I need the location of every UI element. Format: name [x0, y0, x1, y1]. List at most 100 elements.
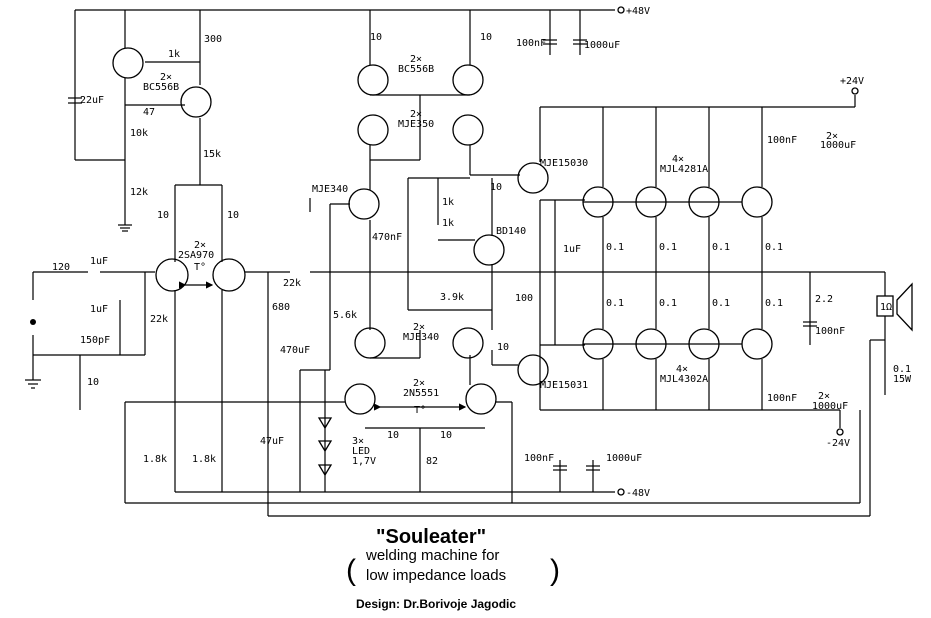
c1000-r1-count: 2×: [826, 131, 838, 142]
r300-label: 300: [204, 34, 222, 45]
decoupling: 100nF 1000uF 100nF 2× 1000uF 100nF 2× 10…: [516, 10, 856, 492]
led-count-label: 3×: [352, 436, 364, 447]
vas-stage: 10 10 2× BC556B 2× MJE350 MJE340 5.6k 2×…: [125, 10, 513, 503]
r1k8-a-label: 1.8k: [143, 454, 167, 465]
r10-top2-label: 10: [480, 32, 492, 43]
input-stage: 120 1uF 1uF 150pF 22k 10 2× 2SA970 T° 1.…: [25, 240, 310, 492]
q-mje15030-label: MJE15030: [540, 158, 588, 169]
r1k-c-label: 1k: [442, 218, 454, 229]
c22u-label: 22uF: [80, 95, 104, 106]
title-block: "Souleater" ( welding machine for low im…: [346, 526, 560, 611]
temp1-label: T°: [194, 262, 206, 273]
q-sa970-label2: 2SA970: [178, 250, 214, 261]
re8-label: 0.1: [765, 298, 783, 309]
c1000-r2-count: 2×: [818, 391, 830, 402]
r680-label: 680: [272, 302, 290, 313]
c470u-label: 470uF: [280, 345, 310, 356]
r120-label: 120: [52, 262, 70, 273]
r2-2-label: 2.2: [815, 294, 833, 305]
subtitle-line2: low impedance loads: [366, 567, 506, 584]
title-paren-close: ): [550, 554, 560, 587]
q-mje340b-label: 2×: [413, 322, 425, 333]
q-2n5551-label: 2×: [413, 378, 425, 389]
rail-pos24-label: +24V: [840, 76, 864, 87]
q-bc556-a-label2: BC556B: [143, 82, 179, 93]
r10-mid-label: 10: [490, 182, 502, 193]
q-mjl4281-label: 4×: [672, 154, 684, 165]
r10-r-label: 10: [227, 210, 239, 221]
re3-label: 0.1: [712, 242, 730, 253]
temp2-label: T°: [414, 405, 426, 416]
r01-label: 0.1: [893, 364, 911, 375]
bias-driver-stage: 10 MJE15030 1k 1k 470nF BD140 3.9k 1uF 1…: [372, 107, 588, 410]
load-speaker: 1Ω 0.1 15W: [876, 282, 913, 395]
q-mjl4281-label2: MJL4281A: [660, 164, 708, 175]
r1k8-b-label: 1.8k: [192, 454, 216, 465]
title-paren-open: (: [346, 554, 356, 587]
schematic-title: "Souleater": [376, 526, 486, 548]
q-mje340-label: MJE340: [312, 184, 348, 195]
q-mjl4302-label2: MJL4302A: [660, 374, 708, 385]
c47u-label: 47uF: [260, 436, 284, 447]
r15w-label: 15W: [893, 374, 912, 385]
q-bc556-a-label: 2×: [160, 72, 172, 83]
re6-label: 0.1: [659, 298, 677, 309]
input-current-source: 22uF 1k 300 2× BC556B 47 10k 15k 12k 10 …: [68, 10, 239, 262]
r10-top1-label: 10: [370, 32, 382, 43]
supply-rails: [75, 6, 886, 517]
c100n-top-label: 100nF: [516, 38, 546, 49]
led-voltage-label: 1,7V: [352, 456, 376, 467]
q-mje340b-label2: MJE340: [403, 332, 439, 343]
rail-neg48-label: -48V: [626, 488, 650, 499]
subtitle-line1: welding machine for: [365, 547, 499, 564]
q-mje15031-label: MJE15031: [540, 380, 588, 391]
c100n-zob-label: 100nF: [815, 326, 845, 337]
q-mjl4302-label: 4×: [676, 364, 688, 375]
r47-label: 47: [143, 107, 155, 118]
r22k-b-label: 22k: [283, 278, 301, 289]
r100-label: 100: [515, 293, 533, 304]
led-label: LED: [352, 446, 370, 457]
q-mje350-label: 2×: [410, 109, 422, 120]
c1u-a-label: 1uF: [90, 256, 108, 267]
r1k-b-label: 1k: [442, 197, 454, 208]
r10k-label: 10k: [130, 128, 148, 139]
c1u-mid-label: 1uF: [563, 244, 581, 255]
rail-neg24-label: -24V: [826, 438, 850, 449]
designer-credit: Design: Dr.Borivoje Jagodic: [356, 597, 516, 611]
q-bc556-b-label: 2×: [410, 54, 422, 65]
re2-label: 0.1: [659, 242, 677, 253]
r15k-label: 15k: [203, 149, 221, 160]
q-mje350-label2: MJE350: [398, 119, 434, 130]
c150p-label: 150pF: [80, 335, 110, 346]
c100n-r2-label: 100nF: [767, 393, 797, 404]
r3k9-label: 3.9k: [440, 292, 464, 303]
r5k6-label: 5.6k: [333, 310, 357, 321]
c470n-label: 470nF: [372, 232, 402, 243]
r1k-a-label: 1k: [168, 49, 180, 60]
r10-lo-label: 10: [497, 342, 509, 353]
r12k-label: 12k: [130, 187, 148, 198]
c1000-r2-label: 1000uF: [812, 401, 848, 412]
re1-label: 0.1: [606, 242, 624, 253]
c100n-r1-label: 100nF: [767, 135, 797, 146]
re7-label: 0.1: [712, 298, 730, 309]
c100n-bot-label: 100nF: [524, 453, 554, 464]
c1000-r1-label: 1000uF: [820, 140, 856, 151]
c1000-bot-label: 1000uF: [606, 453, 642, 464]
r10-e1-label: 10: [387, 430, 399, 441]
q-sa970-label: 2×: [194, 240, 206, 251]
c1000-top-label: 1000uF: [584, 40, 620, 51]
q-2n5551-label2: 2N5551: [403, 388, 439, 399]
re4-label: 0.1: [765, 242, 783, 253]
rail-pos48-label: +48V: [626, 6, 650, 17]
c1u-b-label: 1uF: [90, 304, 108, 315]
output-stage: 4× MJL4281A 4× MJL4302A 0.1 0.1 0.1 0.1 …: [582, 107, 783, 410]
r82-label: 82: [426, 456, 438, 467]
r22k-a-label: 22k: [150, 314, 168, 325]
q-bc556-b-label2: BC556B: [398, 64, 434, 75]
q-bd140-label: BD140: [496, 226, 526, 237]
re5-label: 0.1: [606, 298, 624, 309]
r10-e2-label: 10: [440, 430, 452, 441]
